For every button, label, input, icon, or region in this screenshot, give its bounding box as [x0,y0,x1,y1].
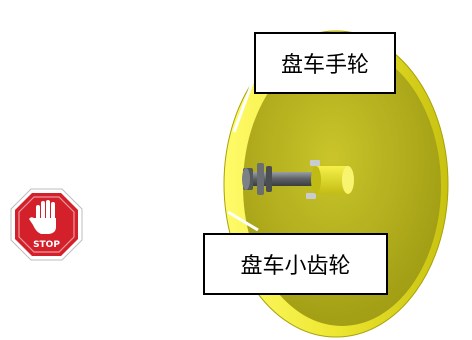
leader-line-pinion [227,210,259,232]
leader-line-handwheel [232,77,256,133]
wheel-hub [311,166,354,194]
stop-sign-icon: STOP [10,188,83,261]
stop-hand-icon [29,200,56,234]
pinion-shaft [242,160,322,199]
label-pinion: 盘车小齿轮 [203,233,388,295]
label-pinion-text: 盘车小齿轮 [240,254,351,279]
label-handwheel-text: 盘车手轮 [280,53,369,78]
label-handwheel: 盘车手轮 [254,32,396,94]
stop-text: STOP [33,240,60,250]
